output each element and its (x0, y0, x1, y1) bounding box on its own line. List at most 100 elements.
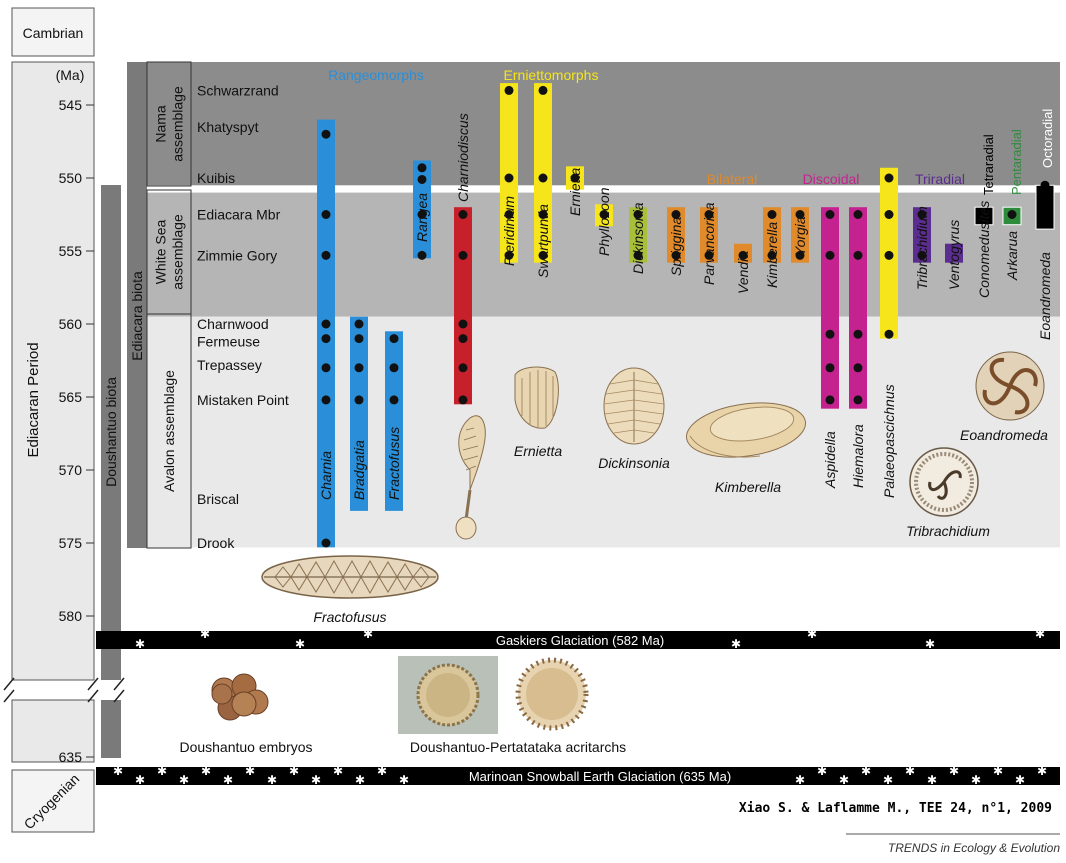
formation-label: Mistaken Point (197, 392, 289, 408)
formation-label: Zimmie Gory (197, 247, 277, 263)
white-sea-label: White Sea (153, 219, 169, 284)
taxon-occurrence-dot (418, 175, 427, 184)
taxon-occurrence-dot (355, 320, 364, 329)
taxon-label: Kimberella (764, 222, 780, 288)
caption-fractofusus: Fractofusus (313, 609, 386, 625)
taxon-occurrence-dot (505, 86, 514, 95)
formation-label: Schwarzrand (197, 82, 279, 98)
snowflake-icon: ✱ (200, 627, 210, 641)
taxon-label: Fractofusus (386, 427, 402, 500)
taxon-occurrence-dot (885, 174, 894, 183)
snowflake-icon: ✱ (839, 773, 849, 787)
snowflake-icon: ✱ (905, 764, 915, 778)
illustration-acritarch-photo (398, 656, 498, 734)
taxon-occurrence-dot (322, 395, 331, 404)
taxon-occurrence-dot (322, 210, 331, 219)
taxon-occurrence-dot (322, 320, 331, 329)
snowflake-icon: ✱ (311, 773, 321, 787)
illustration-tribrachidium (910, 448, 978, 516)
taxon-range-bar (454, 207, 472, 404)
taxon-occurrence-dot (322, 334, 331, 343)
taxon-occurrence-dot (826, 395, 835, 404)
snowflake-icon: ✱ (267, 773, 277, 787)
taxon-range-bar (849, 207, 867, 408)
taxon-occurrence-dot (322, 539, 331, 548)
taxon-occurrence-dot (459, 363, 468, 372)
taxon-label: Hiemalora (850, 424, 866, 488)
snowflake-icon: ✱ (1035, 627, 1045, 641)
snowflake-icon: ✱ (333, 764, 343, 778)
taxon-occurrence-dot (355, 363, 364, 372)
axis-break (0, 678, 130, 702)
taxon-occurrence-dot (459, 210, 468, 219)
taxon-occurrence-dot (355, 334, 364, 343)
taxon-label: Eoandromeda (1037, 252, 1053, 340)
group-octoradial: Octoradial (1040, 109, 1055, 168)
illustration-fractofusus (262, 556, 438, 598)
snowflake-icon: ✱ (861, 764, 871, 778)
snowflake-icon: ✱ (731, 637, 741, 651)
group-rangeomorphs: Rangeomorphs (328, 67, 424, 83)
snowflake-icon: ✱ (807, 627, 817, 641)
axis-tick-label: 550 (59, 170, 83, 186)
taxon-label: Dickinsonia (630, 202, 646, 274)
axis-tick-label: 635 (59, 749, 83, 765)
taxon-occurrence-dot (768, 210, 777, 219)
taxon-label: Spriggina (668, 217, 684, 276)
taxon-label: Ventogyrus (946, 220, 962, 290)
snowflake-icon: ✱ (135, 637, 145, 651)
journal-credit: TRENDS in Ecology & Evolution (888, 841, 1060, 855)
axis-tick-label: 570 (59, 462, 83, 478)
taxon-occurrence-dot (505, 174, 514, 183)
avalon-background (147, 317, 1060, 548)
formation-label: Charnwood (197, 316, 269, 332)
formation-label: Kuibis (197, 170, 235, 186)
taxon-label: Arkarua (1004, 231, 1020, 281)
taxon-occurrence-dot (322, 363, 331, 372)
snowflake-icon: ✱ (883, 773, 893, 787)
snowflake-icon: ✱ (817, 764, 827, 778)
snowflake-icon: ✱ (179, 773, 189, 787)
taxon-occurrence-dot (854, 363, 863, 372)
axis-tick-label: 575 (59, 535, 83, 551)
caption-tribrachidium: Tribrachidium (906, 523, 990, 539)
taxon-occurrence-dot (854, 210, 863, 219)
taxon-occurrence-dot (418, 163, 427, 172)
taxon-label: Phyllozoon (596, 187, 612, 256)
taxon-occurrence-dot (1041, 210, 1050, 219)
taxon-label: Palaeopascichnus (881, 384, 897, 498)
taxon-occurrence-dot (418, 251, 427, 260)
taxon-occurrence-dot (459, 251, 468, 260)
snowflake-icon: ✱ (399, 773, 409, 787)
snowflake-icon: ✱ (223, 773, 233, 787)
snowflake-icon: ✱ (135, 773, 145, 787)
taxon-occurrence-dot (885, 251, 894, 260)
taxon-occurrence-dot (322, 130, 331, 139)
group-erniettomorphs: Erniettomorphs (504, 67, 599, 83)
taxon-occurrence-dot (459, 395, 468, 404)
white-sea-label: assemblage (170, 214, 186, 290)
taxon-occurrence-dot (826, 330, 835, 339)
axis-tick-label: 555 (59, 243, 83, 259)
axis-unit: (Ma) (56, 67, 85, 83)
formation-label: Trepassey (197, 357, 262, 373)
axis-tick-label: 565 (59, 389, 83, 405)
snowflake-icon: ✱ (201, 764, 211, 778)
formation-label: Ediacara Mbr (197, 207, 281, 223)
caption-dickinsonia: Dickinsonia (598, 455, 670, 471)
snowflake-icon: ✱ (993, 764, 1003, 778)
taxon-occurrence-dot (459, 320, 468, 329)
taxon-occurrence-dot (390, 395, 399, 404)
snowflake-icon: ✱ (925, 637, 935, 651)
taxon-label: Swartpuntia (535, 204, 551, 278)
nama-label: Nama (153, 105, 169, 143)
snowflake-icon: ✱ (1015, 773, 1025, 787)
caption-embryos: Doushantuo embryos (179, 739, 312, 755)
group-bilateral: Bilateral (707, 171, 758, 187)
taxon-occurrence-dot (826, 251, 835, 260)
taxon-label: Aspidella (822, 431, 838, 489)
snowflake-icon: ✱ (927, 773, 937, 787)
snowflake-icon: ✱ (245, 764, 255, 778)
axis-tick-label: 560 (59, 316, 83, 332)
